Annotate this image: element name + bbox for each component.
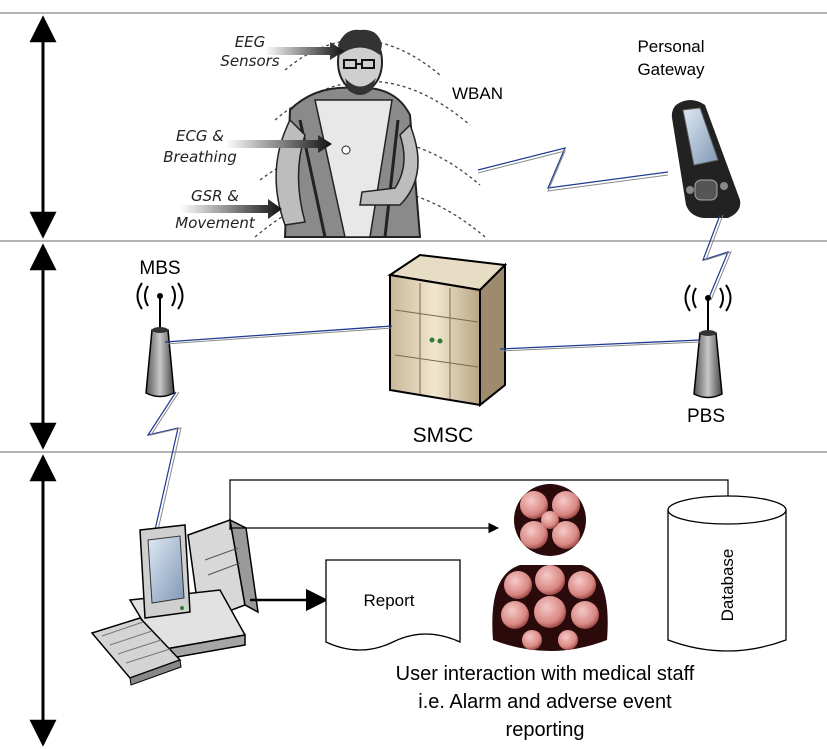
workstation-computer — [90, 518, 259, 686]
sensor-label-eeg-line2: Sensors — [220, 52, 279, 70]
report-document — [325, 559, 461, 651]
wireless-link-mbs-computer — [146, 391, 179, 531]
link-mbs-smsc — [164, 325, 393, 343]
sensor-label-gsr-line1: GSR & — [191, 187, 239, 205]
sensor-label-eeg-line1: EEG — [235, 33, 266, 51]
report-label: Report — [363, 591, 414, 610]
personal-gateway-device — [671, 100, 741, 218]
sensor-label-ecg-line1: ECG & — [176, 127, 224, 145]
caption-line-1: User interaction with medical staff — [396, 663, 695, 685]
pbs-label: PBS — [687, 406, 725, 427]
database-cylinder — [667, 495, 787, 652]
database-label: Database — [718, 549, 737, 622]
caption-line-2: i.e. Alarm and adverse event — [418, 691, 672, 713]
pbs-antenna — [684, 284, 732, 399]
wban-label: WBAN — [452, 84, 503, 103]
sensor-label-gsr-line2: Movement — [175, 214, 256, 232]
sensor-label-ecg-line2: Breathing — [163, 148, 236, 166]
wireless-link-wban-gateway — [477, 147, 669, 189]
arrow-computer-database — [229, 479, 734, 530]
medical-staff-icon — [492, 484, 608, 651]
link-smsc-pbs — [499, 339, 701, 350]
gateway-label-line1: Personal — [637, 37, 704, 56]
mbs-antenna — [136, 282, 184, 398]
wireless-link-gateway-pbs — [701, 214, 730, 301]
mbs-label: MBS — [139, 258, 180, 279]
smsc-label: SMSC — [413, 424, 474, 447]
patient-illustration — [180, 22, 486, 238]
smsc-server — [387, 253, 508, 408]
caption-line-3: reporting — [506, 719, 585, 741]
gateway-label-line2: Gateway — [637, 60, 705, 79]
